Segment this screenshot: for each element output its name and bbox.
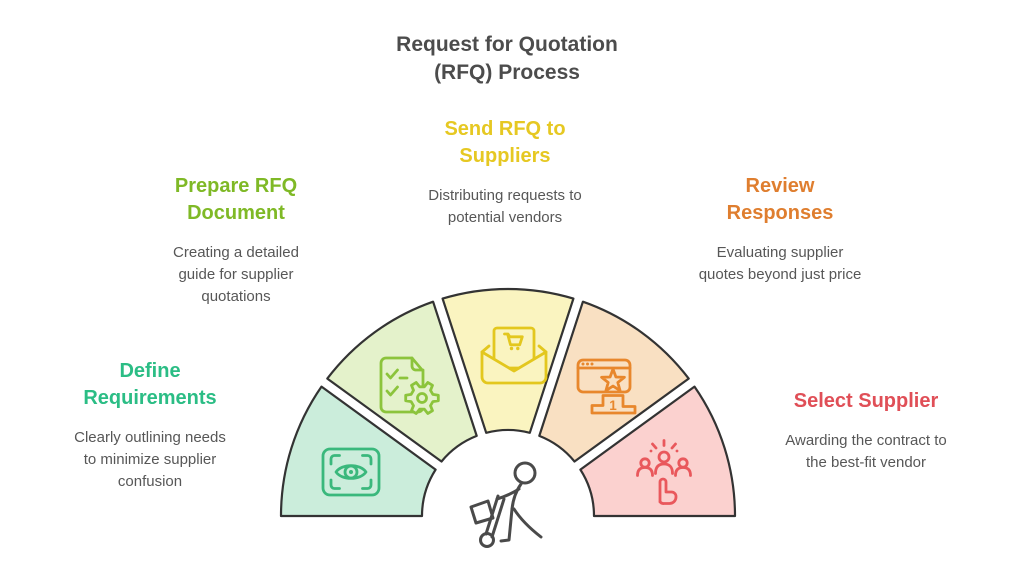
step-description: Distributing requests to potential vendo…: [428, 187, 582, 226]
winner-podium-browser-icon: 1: [576, 358, 637, 415]
step-title: Define Requirements: [83, 360, 217, 409]
segment-prepare-rfq-document: [326, 300, 478, 463]
step-title: Prepare RFQ Document: [174, 175, 298, 224]
step-send-rfq-to-suppliers: Send RFQ to Suppliers Distributing reque…: [395, 116, 615, 229]
team-selection-icon: [636, 439, 692, 505]
step-review-responses: Review Responses Evaluating supplier quo…: [670, 173, 890, 286]
segment-select-supplier: [579, 385, 737, 518]
envelope-cart-icon: [480, 326, 548, 385]
step-select-supplier: Select Supplier Awarding the contract to…: [716, 388, 1016, 474]
step-title: Review Responses: [726, 175, 834, 224]
step-description: Clearly outlining needs to minimize supp…: [74, 429, 226, 490]
segment-define-requirements: [279, 385, 437, 518]
step-prepare-rfq-document: Prepare RFQ Document Creating a detailed…: [126, 173, 346, 308]
step-description: Creating a detailed guide for supplier q…: [173, 244, 299, 305]
step-description: Awarding the contract to the best-fit ve…: [785, 432, 947, 471]
step-title: Select Supplier: [793, 390, 939, 412]
page-title: Request for Quotation (RFQ) Process: [396, 33, 618, 84]
podium-rank-label: 1: [609, 398, 617, 413]
step-define-requirements: Define Requirements Clearly outlining ne…: [40, 358, 260, 493]
person-pushing-cart-icon: [469, 461, 543, 548]
document-checklist-gear-icon: [379, 356, 440, 415]
step-title: Send RFQ to Suppliers: [444, 118, 566, 167]
eye-scan-icon: [321, 447, 381, 497]
step-description: Evaluating supplier quotes beyond just p…: [698, 244, 862, 283]
